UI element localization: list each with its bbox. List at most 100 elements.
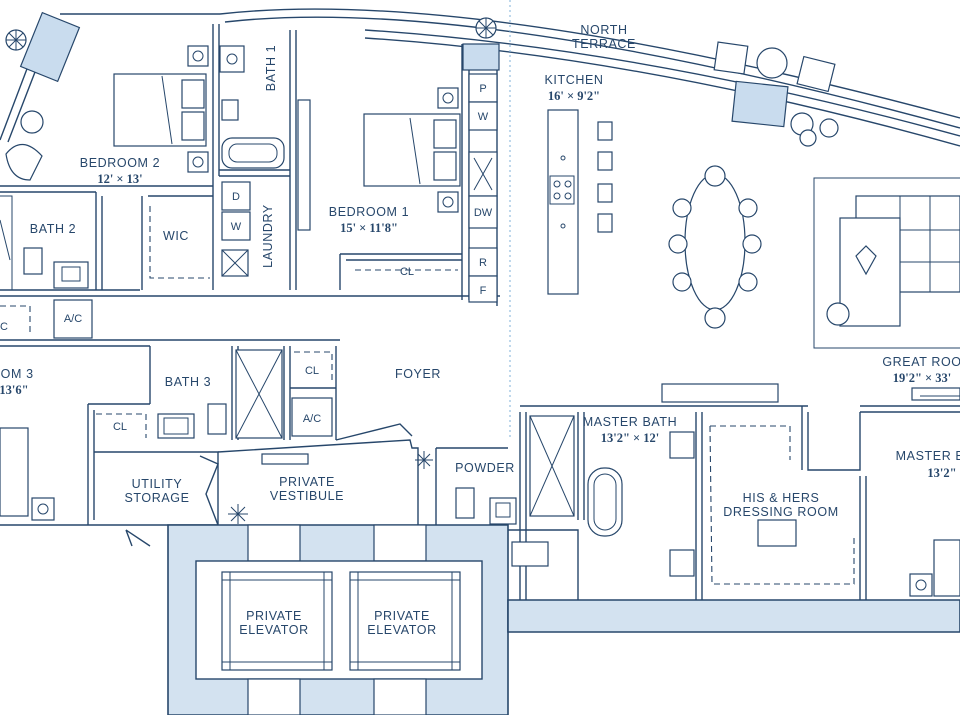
- closet-partial-tag: C: [0, 321, 8, 333]
- bath-bench: [511, 541, 549, 567]
- ac-tag: A/C: [303, 413, 321, 425]
- pillow: [433, 151, 457, 181]
- washer-tag: W: [231, 221, 242, 233]
- dresser: [297, 99, 311, 231]
- pantry-tag: P: [479, 83, 486, 95]
- dining-chair: [704, 165, 726, 187]
- stool: [597, 183, 613, 203]
- master-bath-label: MASTER BATH: [583, 415, 678, 429]
- pillow: [181, 111, 205, 141]
- great-room-dimensions: 19'2" × 33': [893, 371, 952, 385]
- private-elevator-1: [221, 571, 333, 671]
- pillow: [181, 79, 205, 109]
- master-bedroom-dimensions: 13'2": [927, 466, 956, 480]
- island-counter: [547, 109, 579, 295]
- wine-tag: W: [478, 111, 489, 123]
- stool: [597, 213, 613, 233]
- bed: [933, 539, 960, 597]
- private-vestibule-label-1: PRIVATE: [279, 475, 335, 489]
- refrigerator-tag: R: [479, 257, 487, 269]
- great-room-label: GREAT ROO: [882, 355, 960, 369]
- north-terrace-label-1: NORTH: [580, 23, 627, 37]
- dryer-tag: D: [232, 191, 240, 203]
- private-vestibule-label-2: VESTIBULE: [270, 489, 344, 503]
- master-suite-walls: [508, 405, 960, 600]
- laundry-label: LAUNDRY: [261, 204, 275, 268]
- bedroom3-dimensions: 13'6": [0, 383, 29, 397]
- ac-tag: A/C: [64, 313, 82, 325]
- bath3-label: BATH 3: [165, 375, 211, 389]
- wine-cooler: [468, 101, 498, 131]
- plant-icon: [475, 17, 497, 39]
- toilet: [455, 487, 475, 519]
- interior-walls: [0, 24, 500, 526]
- console-table: [261, 453, 309, 465]
- console-table: [911, 387, 960, 401]
- dining-chair: [738, 272, 758, 292]
- sink: [489, 497, 517, 525]
- armchair: [5, 143, 43, 181]
- toilet: [207, 403, 227, 435]
- bathtub: [587, 467, 623, 537]
- plant-icon: [415, 451, 433, 469]
- pillow: [433, 119, 457, 149]
- lounge-chair: [713, 41, 749, 75]
- dining-table: [668, 165, 762, 329]
- bedroom1-window-glass: [462, 43, 500, 71]
- bedroom1-dimensions: 15' × 11'8": [340, 221, 398, 235]
- private-elevator-label-1b: ELEVATOR: [239, 623, 308, 637]
- area-rug: [813, 177, 960, 349]
- bath1-label: BATH 1: [264, 45, 278, 91]
- bath1-fixtures: [219, 45, 285, 169]
- terrace-door-glass: [731, 80, 789, 128]
- nightstand: [437, 191, 459, 213]
- sink: [53, 261, 89, 289]
- dishwasher: [468, 195, 498, 229]
- plant-icon: [819, 118, 839, 138]
- dining-chair: [672, 198, 692, 218]
- plant-icon: [228, 504, 248, 524]
- utility-storage-label-1: UTILITY: [132, 477, 183, 491]
- utility-storage-label-2: STORAGE: [124, 491, 189, 505]
- stool: [597, 151, 613, 171]
- wic-label: WIC: [163, 229, 189, 243]
- dressing-island: [757, 519, 797, 547]
- dishwasher-tag: DW: [474, 207, 493, 219]
- nightstand: [187, 45, 209, 67]
- nightstand: [187, 151, 209, 173]
- dining-chair: [668, 234, 688, 254]
- private-elevator-label-1a: PRIVATE: [246, 609, 302, 623]
- terrace-furniture: [713, 41, 839, 147]
- living-seating: [813, 177, 960, 349]
- north-terrace-label-2: TERRACE: [572, 37, 636, 51]
- bedroom1-furniture: [297, 87, 461, 231]
- bed: [0, 427, 29, 517]
- dryer: [221, 181, 251, 211]
- dressing-room-label-1: HIS & HERS: [743, 491, 820, 505]
- closet-tag: CL: [400, 266, 414, 278]
- foyer-label: FOYER: [395, 367, 441, 381]
- private-elevator-label-2a: PRIVATE: [374, 609, 430, 623]
- private-elevator-label-2b: ELEVATOR: [367, 623, 436, 637]
- bedroom1-label: BEDROOM 1: [329, 205, 409, 219]
- nightstand: [909, 573, 933, 597]
- bedroom2-label: BEDROOM 2: [80, 156, 160, 170]
- vanity-sink: [669, 549, 695, 577]
- ac-unit: [53, 299, 93, 339]
- sink: [219, 45, 245, 73]
- refrigerator: [468, 247, 498, 277]
- side-table: [826, 302, 850, 326]
- closet-tag: CL: [305, 365, 319, 377]
- pantry: [468, 73, 498, 103]
- kitchen-appliances: [468, 73, 498, 303]
- plant-icon: [799, 129, 817, 147]
- master-bedroom-label: MASTER B: [896, 449, 960, 463]
- nightstand: [31, 497, 55, 521]
- bedroom2-dimensions: 12' × 13': [97, 172, 142, 186]
- kitchen-dimensions: 16' × 9'2": [548, 89, 600, 103]
- vanity-sink: [669, 431, 695, 459]
- washer: [221, 211, 251, 241]
- lounge-chair: [796, 55, 836, 93]
- south-wall-band: [507, 599, 960, 633]
- plant-icon: [5, 29, 27, 51]
